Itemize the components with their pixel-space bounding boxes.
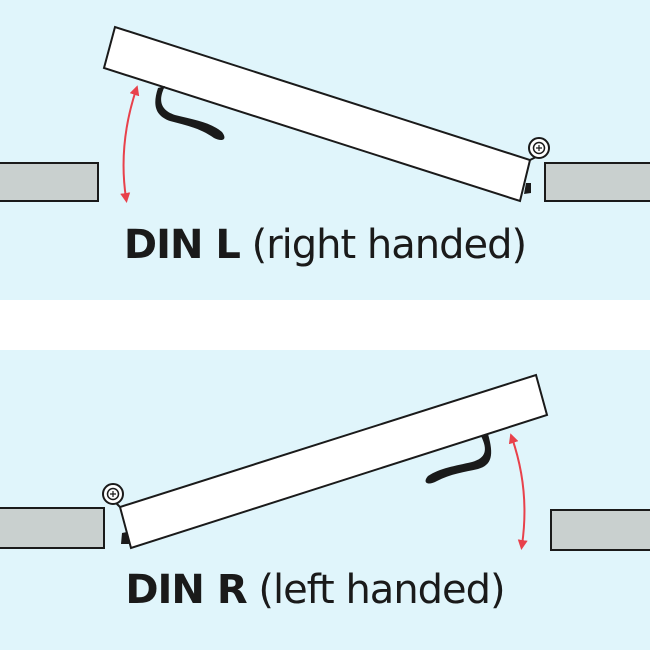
din-code: DIN R: [125, 567, 247, 613]
right-wall: [544, 162, 650, 202]
left-wall: [0, 507, 105, 549]
handedness-description: (right handed): [251, 222, 528, 268]
swing-arrow: [120, 85, 140, 203]
handedness-description: (left handed): [258, 567, 505, 613]
door-latch: [121, 532, 129, 544]
door-latch: [524, 183, 531, 194]
swing-arrow: [508, 433, 528, 550]
door-handle: [155, 86, 225, 140]
hinge-icon: [102, 483, 124, 505]
right-wall: [550, 509, 650, 551]
din-code: DIN L: [123, 222, 241, 268]
bottom-panel-label: DIN R (left handed): [0, 567, 640, 613]
hinge-icon: [528, 137, 550, 159]
top-panel-label: DIN L (right handed): [0, 222, 650, 268]
door-handle: [425, 434, 492, 484]
door-leaf: [102, 25, 532, 203]
left-wall: [0, 162, 99, 202]
